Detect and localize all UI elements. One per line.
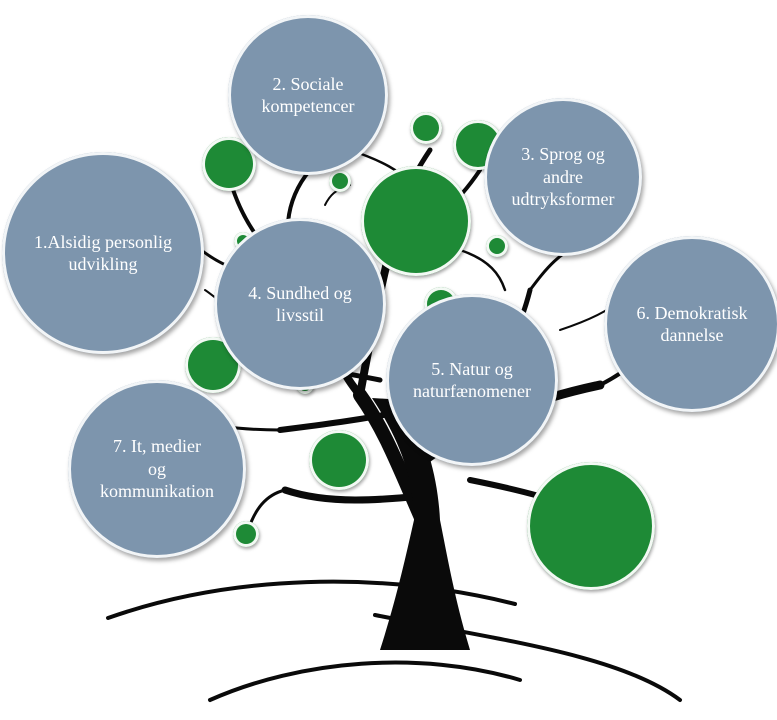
topic-label-3: 3. Sprog og andre udtryksformer	[511, 144, 615, 210]
leaf-circle	[233, 521, 259, 547]
topic-bubble-2: 2. Sociale kompetencer	[228, 15, 388, 175]
leaf-circle	[361, 166, 471, 276]
topic-bubble-6: 6. Demokratisk dannelse	[604, 236, 777, 412]
topic-label-4: 4. Sundhed og livsstil	[248, 282, 352, 326]
leaf-circle	[309, 430, 369, 490]
leaf-circle	[410, 112, 442, 144]
topic-bubble-3: 3. Sprog og andre udtryksformer	[484, 98, 642, 256]
topic-label-5: 5. Natur og naturfænomener	[413, 358, 531, 402]
topic-label-2: 2. Sociale kompetencer	[261, 73, 355, 117]
topic-label-6: 6. Demokratisk dannelse	[636, 302, 748, 346]
topic-bubble-7: 7. It, medier og kommunikation	[68, 380, 246, 558]
leaf-circle	[486, 235, 508, 257]
topic-bubble-1: 1.Alsidig personlig udvikling	[2, 152, 204, 354]
leaf-circle	[527, 462, 655, 590]
leaf-circle	[329, 170, 351, 192]
ground-icon	[106, 579, 517, 620]
topic-bubble-5: 5. Natur og naturfænomener	[386, 294, 558, 466]
topic-label-7: 7. It, medier og kommunikation	[100, 436, 214, 502]
topic-bubble-4: 4. Sundhed og livsstil	[214, 218, 386, 390]
topic-label-1: 1.Alsidig personlig udvikling	[34, 231, 172, 275]
